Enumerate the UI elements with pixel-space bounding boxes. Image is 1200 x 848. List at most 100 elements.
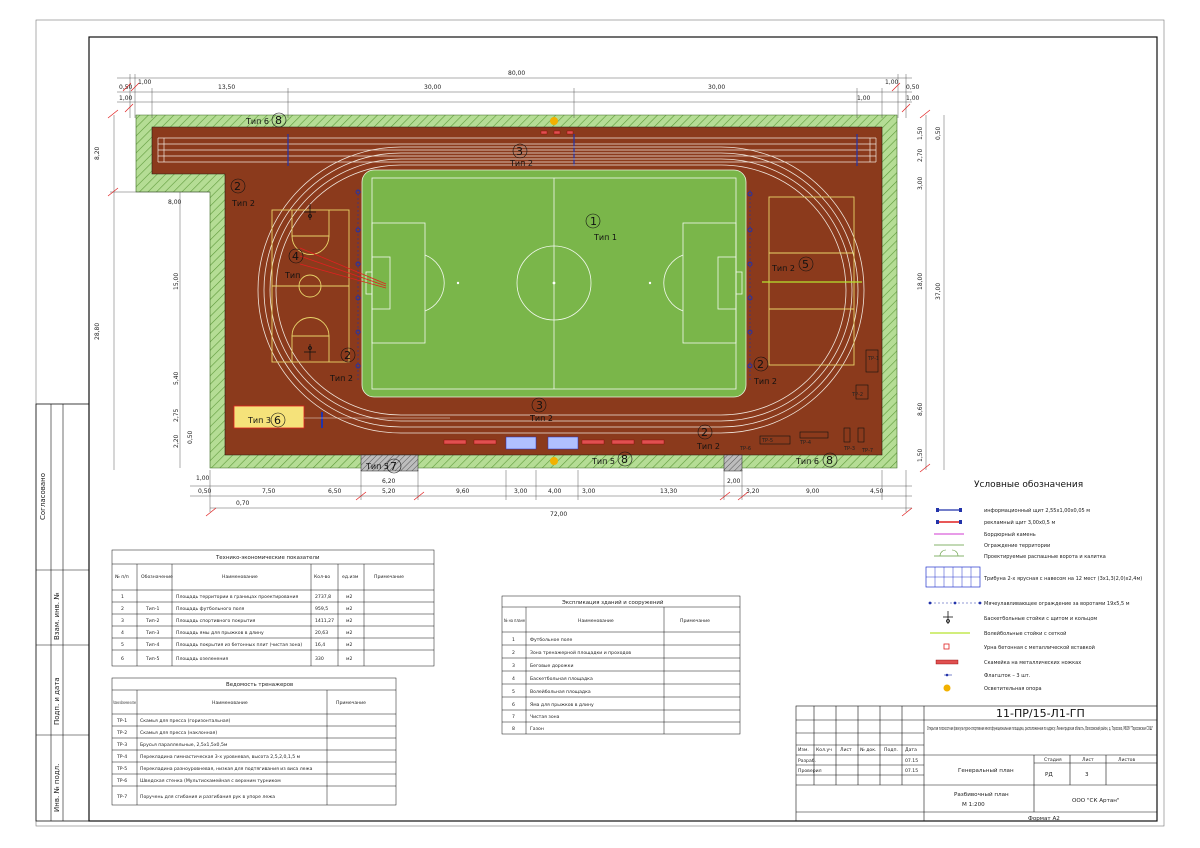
dim-left-6: 0,50 (187, 430, 194, 444)
tech-h-4: ед.изм (342, 575, 359, 580)
exp-h-1: Наименование (578, 618, 614, 624)
stamp-scale: М 1:200 (962, 802, 985, 808)
dim-right-5: 8,60 (917, 402, 924, 416)
side-label-replace: Взам. инв. № (53, 592, 61, 640)
zone-2-num-c: 2 (757, 358, 764, 371)
legend-title: Условные обозначения (974, 480, 1083, 490)
tech-r1-c3: 959,5 (315, 606, 328, 612)
tribune-icon (505, 436, 579, 450)
tech-r2-c4: м2 (346, 618, 352, 624)
dim-left-inner-0: 8,00 (168, 199, 182, 206)
tech-table (111, 549, 435, 667)
dim-bottom-r2-3: 5,20 (382, 488, 396, 495)
side-label-sign: Подп. и дата (53, 677, 61, 725)
dimensions-right (925, 115, 945, 470)
tech-r0-c4: м2 (346, 594, 352, 600)
dim-bottom-r2-5: 3,00 (514, 488, 528, 495)
zone-7-num: 7 (390, 460, 397, 473)
dim-left-1: 28,80 (94, 323, 101, 340)
tech-r2-c3: 1411,27 (315, 618, 334, 624)
gate-right (723, 454, 743, 472)
long-jump-pit (233, 405, 305, 429)
tech-r5-c0: 6 (121, 656, 124, 662)
tech-r0-c2: Площадь территории в границах проектиров… (176, 594, 298, 600)
dim-top-3: 30,00 (424, 84, 441, 91)
legend-item-5: Трибуна 2-х ярусная с навесом на 12 мест… (983, 576, 1142, 582)
tr-r6-c0: ТР-7 (116, 794, 127, 800)
zone-2-type-a: Тип 2 (231, 199, 255, 208)
dim-left-4: 2,75 (173, 408, 180, 422)
tech-h-5: Примечание (374, 574, 404, 580)
dim-left-7: 1,00 (196, 475, 210, 482)
tech-r3-c3: 20,63 (315, 630, 328, 636)
tech-r3-c1: Тип-3 (145, 630, 159, 636)
legend-item-4: Проектируемые распашные ворота и калитка (984, 554, 1106, 560)
tech-r0-c3: 2737,8 (315, 594, 331, 600)
dim-bottom-r2-0: 0,50 (198, 488, 212, 495)
trainers-title: Ведомость тренажеров (226, 682, 293, 688)
dim-bottom-r3-0: 0,70 (236, 500, 250, 507)
light-pole-icon (550, 117, 558, 125)
legend: Условные обозначения информационный щит … (925, 480, 1142, 692)
dim-bottom-r2-4: 9,60 (456, 488, 470, 495)
side-label-inventory: Инв. № подл. (53, 764, 61, 812)
exp-r3-c1: Баскетбольная площадка (530, 676, 593, 682)
dim-right-7: 0,50 (935, 126, 942, 140)
info-board-icon (936, 508, 962, 512)
dim-right-1: 2,70 (917, 148, 924, 162)
tp-label-7: ТР-7 (861, 448, 873, 454)
exp-r2-c0: 3 (512, 663, 515, 669)
zone-3-num-bottom: 3 (536, 399, 543, 412)
volleyball-court (768, 196, 855, 366)
binding-block: Согласовано Взам. инв. № Подп. и дата Ин… (35, 403, 90, 822)
dim-bottom-r2-1: 7,50 (262, 488, 276, 495)
oval-lanes (257, 146, 865, 434)
stamp-sheet-title: Разбивочный план (954, 791, 1009, 798)
exp-r5-c1: Яма для прыжков в длину (530, 702, 594, 708)
trainer-equipment (759, 349, 879, 445)
bin-icon (943, 643, 950, 650)
stamp-stage-v1: 3 (1085, 772, 1089, 778)
zone-8-num-bottom: 8 (621, 453, 628, 466)
zone-2-num-a: 2 (234, 180, 241, 193)
dim-top-r2-2: 1,00 (906, 95, 920, 102)
explication-table (501, 595, 741, 735)
exp-r0-c1: Футбольное поле (530, 637, 572, 643)
tech-r4-c3: 16,4 (315, 642, 325, 648)
legend-item-3: Ограждение территории (984, 543, 1050, 549)
zone-8-type-top: Тип 6 (245, 117, 269, 126)
tr-r0-c1: Скамья для пресса (горизонтальная) (140, 718, 230, 724)
exp-r7-c0: 8 (512, 726, 515, 732)
dim-right-3: 18,00 (917, 273, 924, 290)
zone-3-type-top: Тип 2 (509, 159, 533, 168)
stamp-section: Генеральный план (958, 767, 1014, 774)
tech-r2-c1: Тип-2 (145, 618, 159, 624)
stamp-row-1-date: 07.15 (905, 768, 918, 774)
red-survey-marks (107, 82, 931, 517)
dim-bottom-r2-10: 9,00 (806, 488, 820, 495)
field-markings (365, 177, 743, 390)
stamp-col-2: Лист (840, 747, 852, 753)
legend-item-0: информационный щит 2,55х1,00х0,05 м (984, 507, 1090, 514)
stamp-col-5: Дата (905, 747, 917, 753)
zone-4-type: Тип (284, 271, 300, 280)
tr-r5-c1: Шведская стенка (Мультискамейная с верхн… (140, 777, 281, 784)
stamp-col-3: № док. (860, 747, 876, 753)
stamp-stage-h0: Стадия (1044, 757, 1062, 763)
trainers-h-0: Условное обозначение на плане (113, 700, 136, 706)
tech-r3-c2: Площадь ямы для прыжков в длину (176, 630, 264, 636)
dim-top-r2-0: 1,00 (119, 95, 133, 102)
trainers-h-1: Наименование (212, 700, 248, 706)
tr-r5-c0: ТР-6 (116, 778, 127, 784)
stamp-stage-h1: Лист (1082, 757, 1094, 763)
basketball-stand-icon (943, 611, 953, 624)
stamp-format: Формат А2 (1028, 816, 1060, 822)
zone-1-type: Тип 1 (593, 233, 617, 242)
exp-r6-c1: Чистая зона (530, 714, 560, 720)
tech-h-1: Обозначение (141, 574, 173, 580)
tp-label-3: ТР-3 (843, 446, 855, 452)
